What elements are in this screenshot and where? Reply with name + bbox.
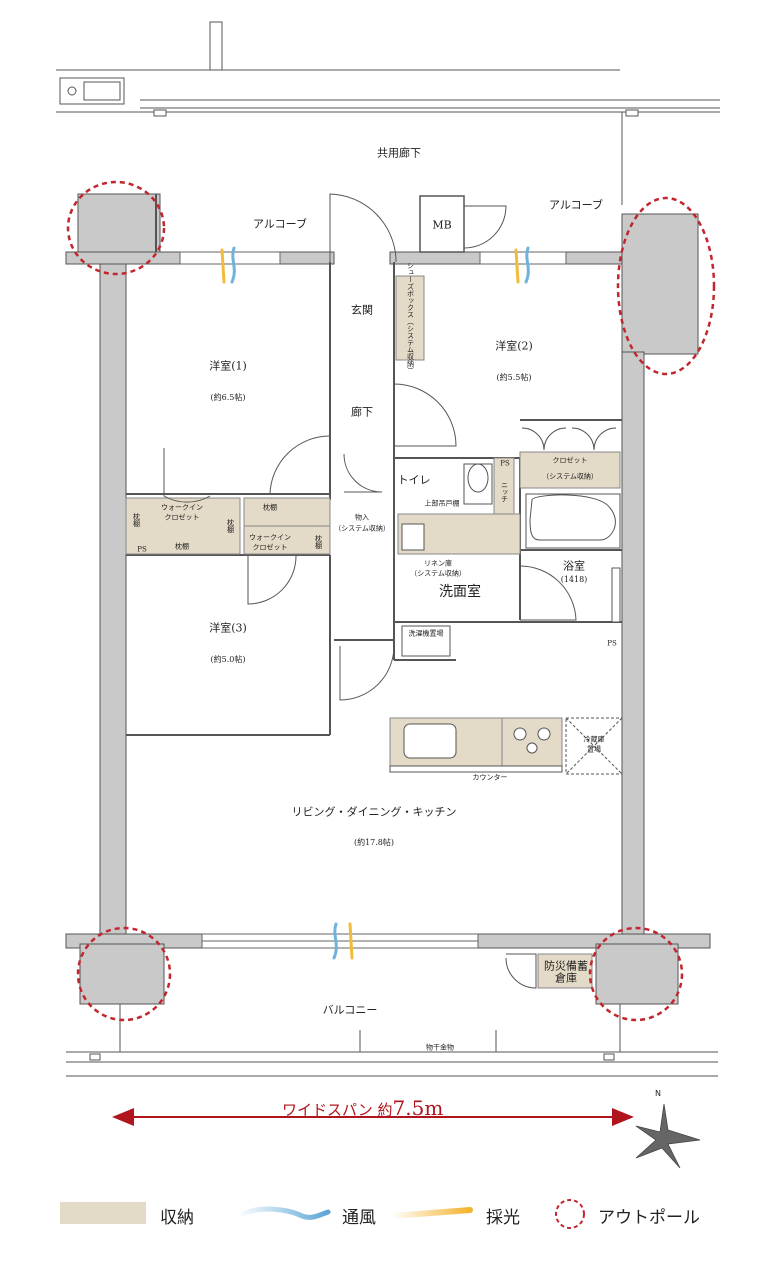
fridge-label-1: 冷蔵庫: [583, 735, 605, 744]
washer-label: 洗濯機置場: [408, 629, 444, 638]
legend-light-icon: [389, 1207, 473, 1219]
alcove-left-label: アルコーブ: [252, 217, 308, 231]
niche-label: ニッチ: [500, 481, 509, 503]
storage-areas: [125, 275, 621, 989]
disaster-storage-label-2: 倉庫: [555, 971, 577, 985]
outpole-markers: [66, 180, 716, 1022]
legend-ventilation-text: 通風: [342, 1207, 376, 1228]
mb-label: MB: [432, 218, 452, 232]
makura-label-1: 枕棚: [175, 542, 189, 551]
wide-span-prefix: ワイドスパン 約: [282, 1101, 393, 1119]
ps-label-2: PS: [137, 545, 147, 554]
upper-cabinet-label: 上部吊戸棚: [424, 499, 460, 508]
ldk-name: リビング・ダイニング・キッチン: [291, 805, 457, 819]
legend-outpole-text: アウトポール: [598, 1207, 700, 1228]
closet-sub-label: （システム収納）: [542, 472, 598, 481]
makura-label-4: 枕棚: [226, 519, 235, 533]
makura-label-2: 枕棚: [263, 503, 277, 512]
storage-sub-label: （システム収納）: [334, 524, 390, 533]
legend-ventilation: 通風: [330, 1200, 376, 1230]
windows: [179, 251, 567, 949]
doors: [163, 193, 617, 989]
ps-label-1: PS: [500, 459, 510, 468]
counter-label: カウンター: [472, 773, 508, 782]
wide-span-arrow: [112, 1108, 634, 1126]
room1-size: (約6.5帖): [210, 393, 246, 402]
common-corridor-area: [56, 21, 720, 205]
makura-label-5: 枕棚: [314, 535, 323, 549]
bath-label: 浴室: [563, 559, 585, 573]
makura-label-3: 枕棚: [132, 513, 141, 527]
room1-name: 洋室(1): [209, 359, 247, 373]
bath-size: (1418): [560, 575, 588, 584]
legend-outpole-icon: [555, 1199, 585, 1229]
storage-label: 物入: [355, 513, 369, 522]
entrance-label: 玄関: [351, 303, 373, 317]
interior-walls: [126, 194, 622, 736]
legend-daylight: 採光: [474, 1200, 520, 1230]
drying-label: 物干金物: [426, 1043, 454, 1052]
linen-sub-label: （システム収納）: [410, 569, 466, 578]
balcony-railing: [66, 1004, 718, 1077]
legend-storage-text: 収納: [160, 1207, 194, 1228]
legend-daylight-text: 採光: [486, 1207, 520, 1228]
mb-box: [419, 195, 465, 253]
corridor-label: 共用廊下: [377, 146, 421, 160]
legend-wind-icon: [235, 1206, 331, 1220]
legend-graphics: [60, 1199, 585, 1229]
wide-span-label: ワイドスパン 約7.5m: [282, 1096, 443, 1120]
balcony-label: バルコニー: [322, 1003, 378, 1017]
fixtures: [389, 463, 623, 775]
alcove-right-label: アルコーブ: [548, 198, 604, 212]
legend-storage: 収納: [148, 1200, 194, 1230]
toilet-label: トイレ: [397, 473, 431, 487]
room3-name: 洋室(3): [209, 621, 247, 635]
airflow-markers: [220, 246, 530, 960]
disaster-storage-label-1: 防災備蓄: [544, 959, 588, 973]
room2-name: 洋室(2): [495, 339, 533, 353]
closet-label: クロゼット: [552, 456, 588, 465]
room3-size: (約5.0帖): [210, 655, 246, 664]
compass-icon: [635, 1103, 701, 1169]
room2-size: (約5.5帖): [496, 373, 532, 382]
walkin-closet-label-2b: クロゼット: [252, 543, 288, 552]
compass-north-label: N: [655, 1089, 661, 1098]
washroom-label: 洗面室: [439, 584, 481, 600]
legend-outpole: アウトポール: [586, 1200, 700, 1230]
linen-label: リネン庫: [424, 559, 452, 568]
walkin-closet-label-1b: クロゼット: [164, 513, 200, 522]
fridge-label-2: 置場: [587, 745, 601, 754]
shoe-box-label: シューズボックス（システム収納）: [406, 262, 415, 374]
ps-label-3: PS: [607, 639, 617, 648]
walls: [65, 193, 711, 1005]
wide-span-value: 7.5m: [392, 1096, 444, 1120]
walkin-closet-label-1: ウォークイン: [161, 503, 203, 512]
ldk-size: (約17.8帖): [353, 838, 395, 847]
legend-storage-swatch: [60, 1202, 146, 1224]
hallway-label: 廊下: [351, 405, 373, 419]
walkin-closet-label-2: ウォークイン: [249, 533, 291, 542]
